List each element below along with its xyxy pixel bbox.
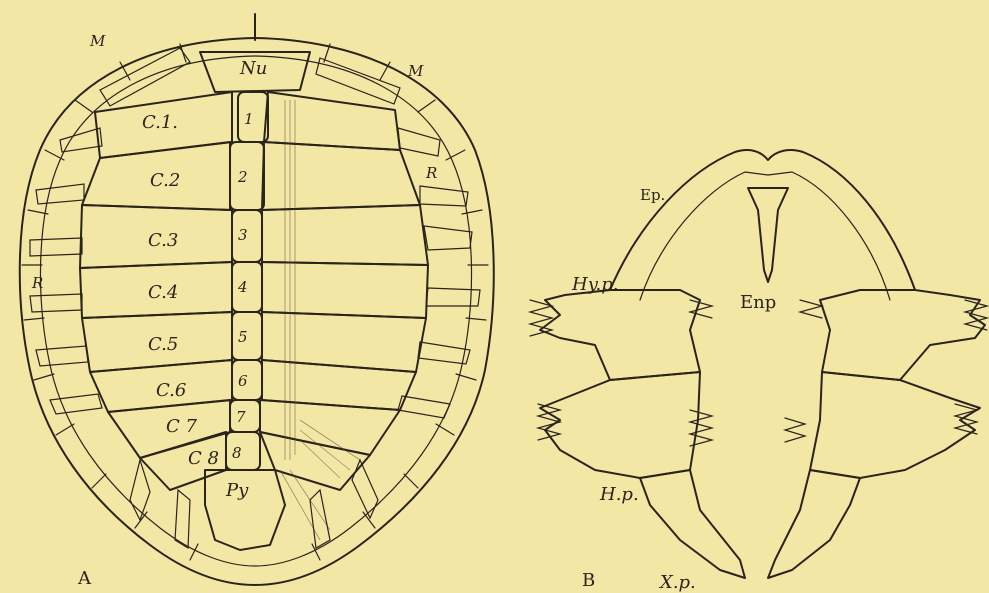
costal-label-2: C.2 (150, 170, 180, 191)
neural-label-6: 6 (238, 372, 248, 390)
costal-label-5: C.5 (148, 334, 178, 355)
left-hyoplastron (540, 290, 700, 380)
costal-label-6: C.6 (156, 380, 186, 401)
left-xiphiplastron (640, 470, 745, 578)
hypoplastron-label: H.p. (599, 484, 639, 505)
right-xiphiplastron (768, 470, 860, 578)
plastron-serrations (530, 300, 987, 446)
plastron-drawing: Ep. Enp Hy.p. H.p. X.p. B (530, 150, 987, 593)
panel-a-label: A (77, 568, 92, 589)
right-costal-plates (260, 92, 428, 540)
hyoplastron-label: Hy.p. (571, 274, 618, 295)
costal-label-7: C 7 (166, 416, 197, 437)
rib-label-right: R (425, 164, 437, 182)
marginal-label-left: M (89, 32, 106, 50)
costal-label-1: C.1. (142, 112, 178, 133)
epiplastron-arch (610, 150, 915, 290)
xiphiplastron-label: X.p. (658, 572, 696, 593)
neural-label-4: 4 (237, 278, 248, 296)
costal-label-8: C 8 (188, 448, 219, 469)
left-hypoplastron (540, 372, 700, 478)
right-hyoplastron (820, 290, 985, 380)
panel-b-label: B (582, 570, 595, 591)
epiplastron-label: Ep. (640, 186, 665, 204)
marginal-label-right: M (407, 62, 424, 80)
costal-label-4: C.4 (148, 282, 178, 303)
neural-label-1: 1 (244, 110, 254, 128)
entoplastron (748, 188, 788, 282)
carapace-drawing: Nu M M R R C.1. C.2 C.3 C.4 C.5 C.6 C 7 … (20, 14, 494, 589)
rib-label-left: R (31, 274, 43, 292)
neural-label-2: 2 (237, 168, 248, 186)
pygal-label: Py (225, 480, 249, 501)
neural-label-3: 3 (238, 226, 248, 244)
neural-label-5: 5 (238, 328, 248, 346)
marginal-plate-separators (22, 44, 488, 560)
entoplastron-label: Enp (740, 292, 776, 313)
neural-label-7: 7 (236, 408, 246, 426)
right-rib-heads (310, 128, 480, 548)
nuchal-label: Nu (239, 58, 267, 79)
neural-label-8: 8 (232, 444, 242, 462)
right-hypoplastron (810, 372, 980, 478)
costal-label-3: C.3 (148, 230, 178, 251)
